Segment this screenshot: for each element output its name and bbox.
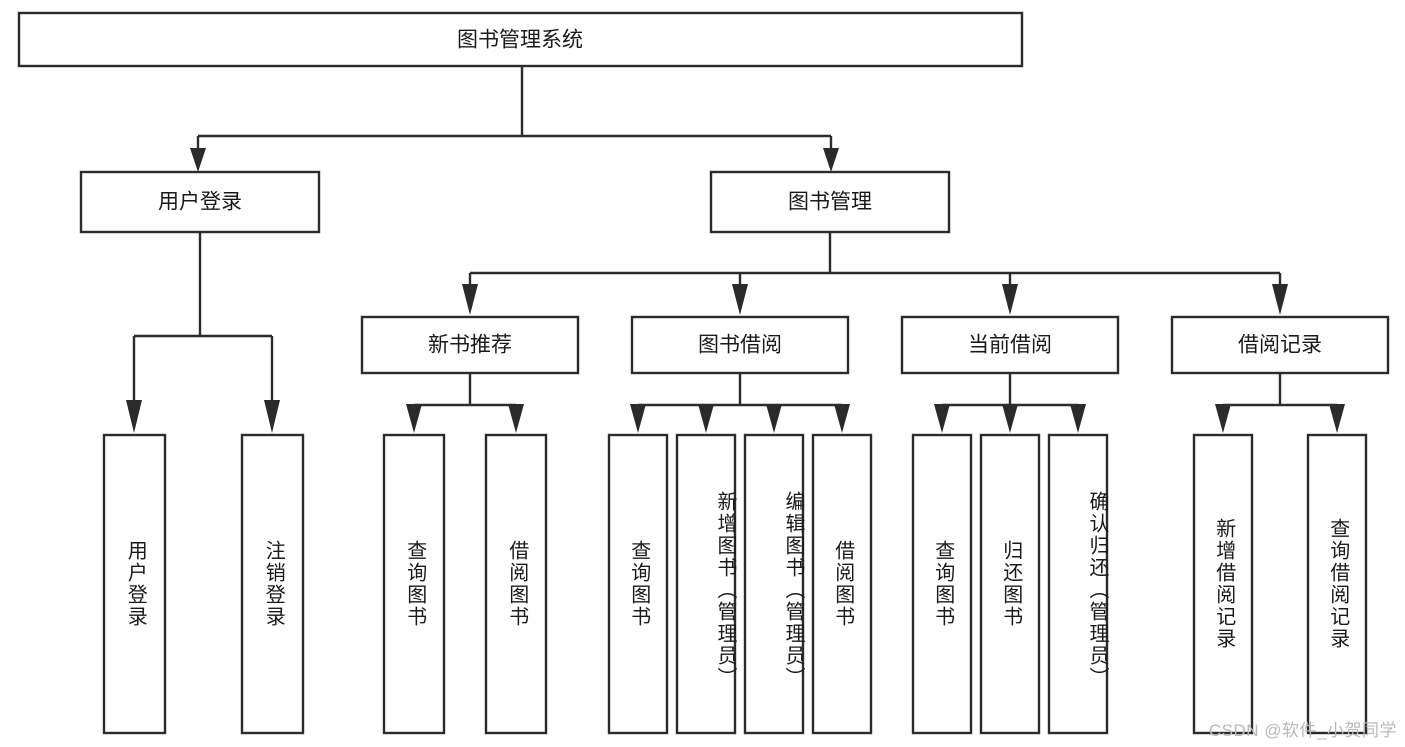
arrowhead-currentborrow-leaf-1	[934, 404, 950, 433]
root-box-label: 图书管理系统	[457, 29, 583, 52]
arrowhead-bookborrow-leaf-2	[698, 404, 714, 433]
leaf-box-user-login[interactable]	[102, 433, 167, 735]
arrowhead-borrowrecord-leaf-1	[1215, 404, 1231, 433]
node-borrow-record[interactable]: 借阅记录	[1170, 315, 1390, 375]
arrowhead-currentborrow-leaf-2	[1002, 404, 1018, 433]
root-box-rect	[17, 11, 1024, 68]
user-login-box-label: 用户登录	[158, 191, 242, 214]
book-management-box-rect	[709, 170, 951, 234]
leaf-box-current-query[interactable]	[911, 433, 973, 735]
node-book-borrow[interactable]: 图书借阅	[630, 315, 850, 375]
arrowhead-to-new-book	[462, 284, 478, 315]
arrowhead-bookborrow-leaf-1	[630, 404, 646, 433]
leaf-box-confirm-return[interactable]	[1047, 433, 1109, 735]
leaf-box-query-record[interactable]	[1306, 433, 1368, 735]
arrowhead-to-book-borrow	[732, 284, 748, 315]
arrowhead-newbook-leaf-2	[508, 404, 524, 433]
arrowhead-root-to-books	[823, 148, 839, 172]
leaf-box-return-book[interactable]	[979, 433, 1041, 735]
leaf-box-add-record[interactable]	[1192, 433, 1254, 735]
arrowhead-root-to-login	[190, 148, 206, 172]
book-management-box-label: 图书管理	[788, 191, 872, 214]
arrowhead-currentborrow-leaf-3	[1070, 404, 1086, 433]
csdn-watermark: CSDN @软件_小贺同学	[1208, 721, 1397, 740]
leaf-box-logout[interactable]	[240, 433, 305, 735]
leaf-box-newbook-query[interactable]	[382, 433, 446, 735]
new-book-box-rect	[360, 315, 580, 375]
arrowhead-login-leaf-2	[264, 400, 280, 433]
borrow-record-box-rect	[1170, 315, 1390, 375]
leaf-box-edit-book[interactable]	[743, 433, 805, 735]
borrow-record-box-label: 借阅记录	[1238, 334, 1322, 357]
arrowhead-to-borrow-record	[1272, 284, 1288, 315]
arrowhead-login-leaf-1	[126, 400, 142, 433]
arrowhead-borrowrecord-leaf-2	[1329, 404, 1345, 433]
node-current-borrow[interactable]: 当前借阅	[900, 315, 1120, 375]
leaf-box-newbook-borrow[interactable]	[484, 433, 548, 735]
node-book-management[interactable]: 图书管理	[709, 170, 951, 234]
current-borrow-box-label: 当前借阅	[968, 334, 1052, 357]
current-borrow-box-rect	[900, 315, 1120, 375]
arrowhead-to-current-borrow	[1002, 284, 1018, 315]
leaf-box-add-book[interactable]	[675, 433, 737, 735]
leaf-box-borrow-query[interactable]	[607, 433, 669, 735]
arrowhead-bookborrow-leaf-4	[834, 404, 850, 433]
arrowhead-newbook-leaf-1	[406, 404, 422, 433]
node-root[interactable]: 图书管理系统	[17, 11, 1024, 68]
book-borrow-box-rect	[630, 315, 850, 375]
node-user-login[interactable]: 用户登录	[79, 170, 321, 234]
book-borrow-box-label: 图书借阅	[698, 334, 782, 357]
new-book-box-label: 新书推荐	[428, 334, 512, 357]
arrowhead-bookborrow-leaf-3	[766, 404, 782, 433]
leaf-box-borrow-book[interactable]	[811, 433, 873, 735]
node-new-book-recommend[interactable]: 新书推荐	[360, 315, 580, 375]
